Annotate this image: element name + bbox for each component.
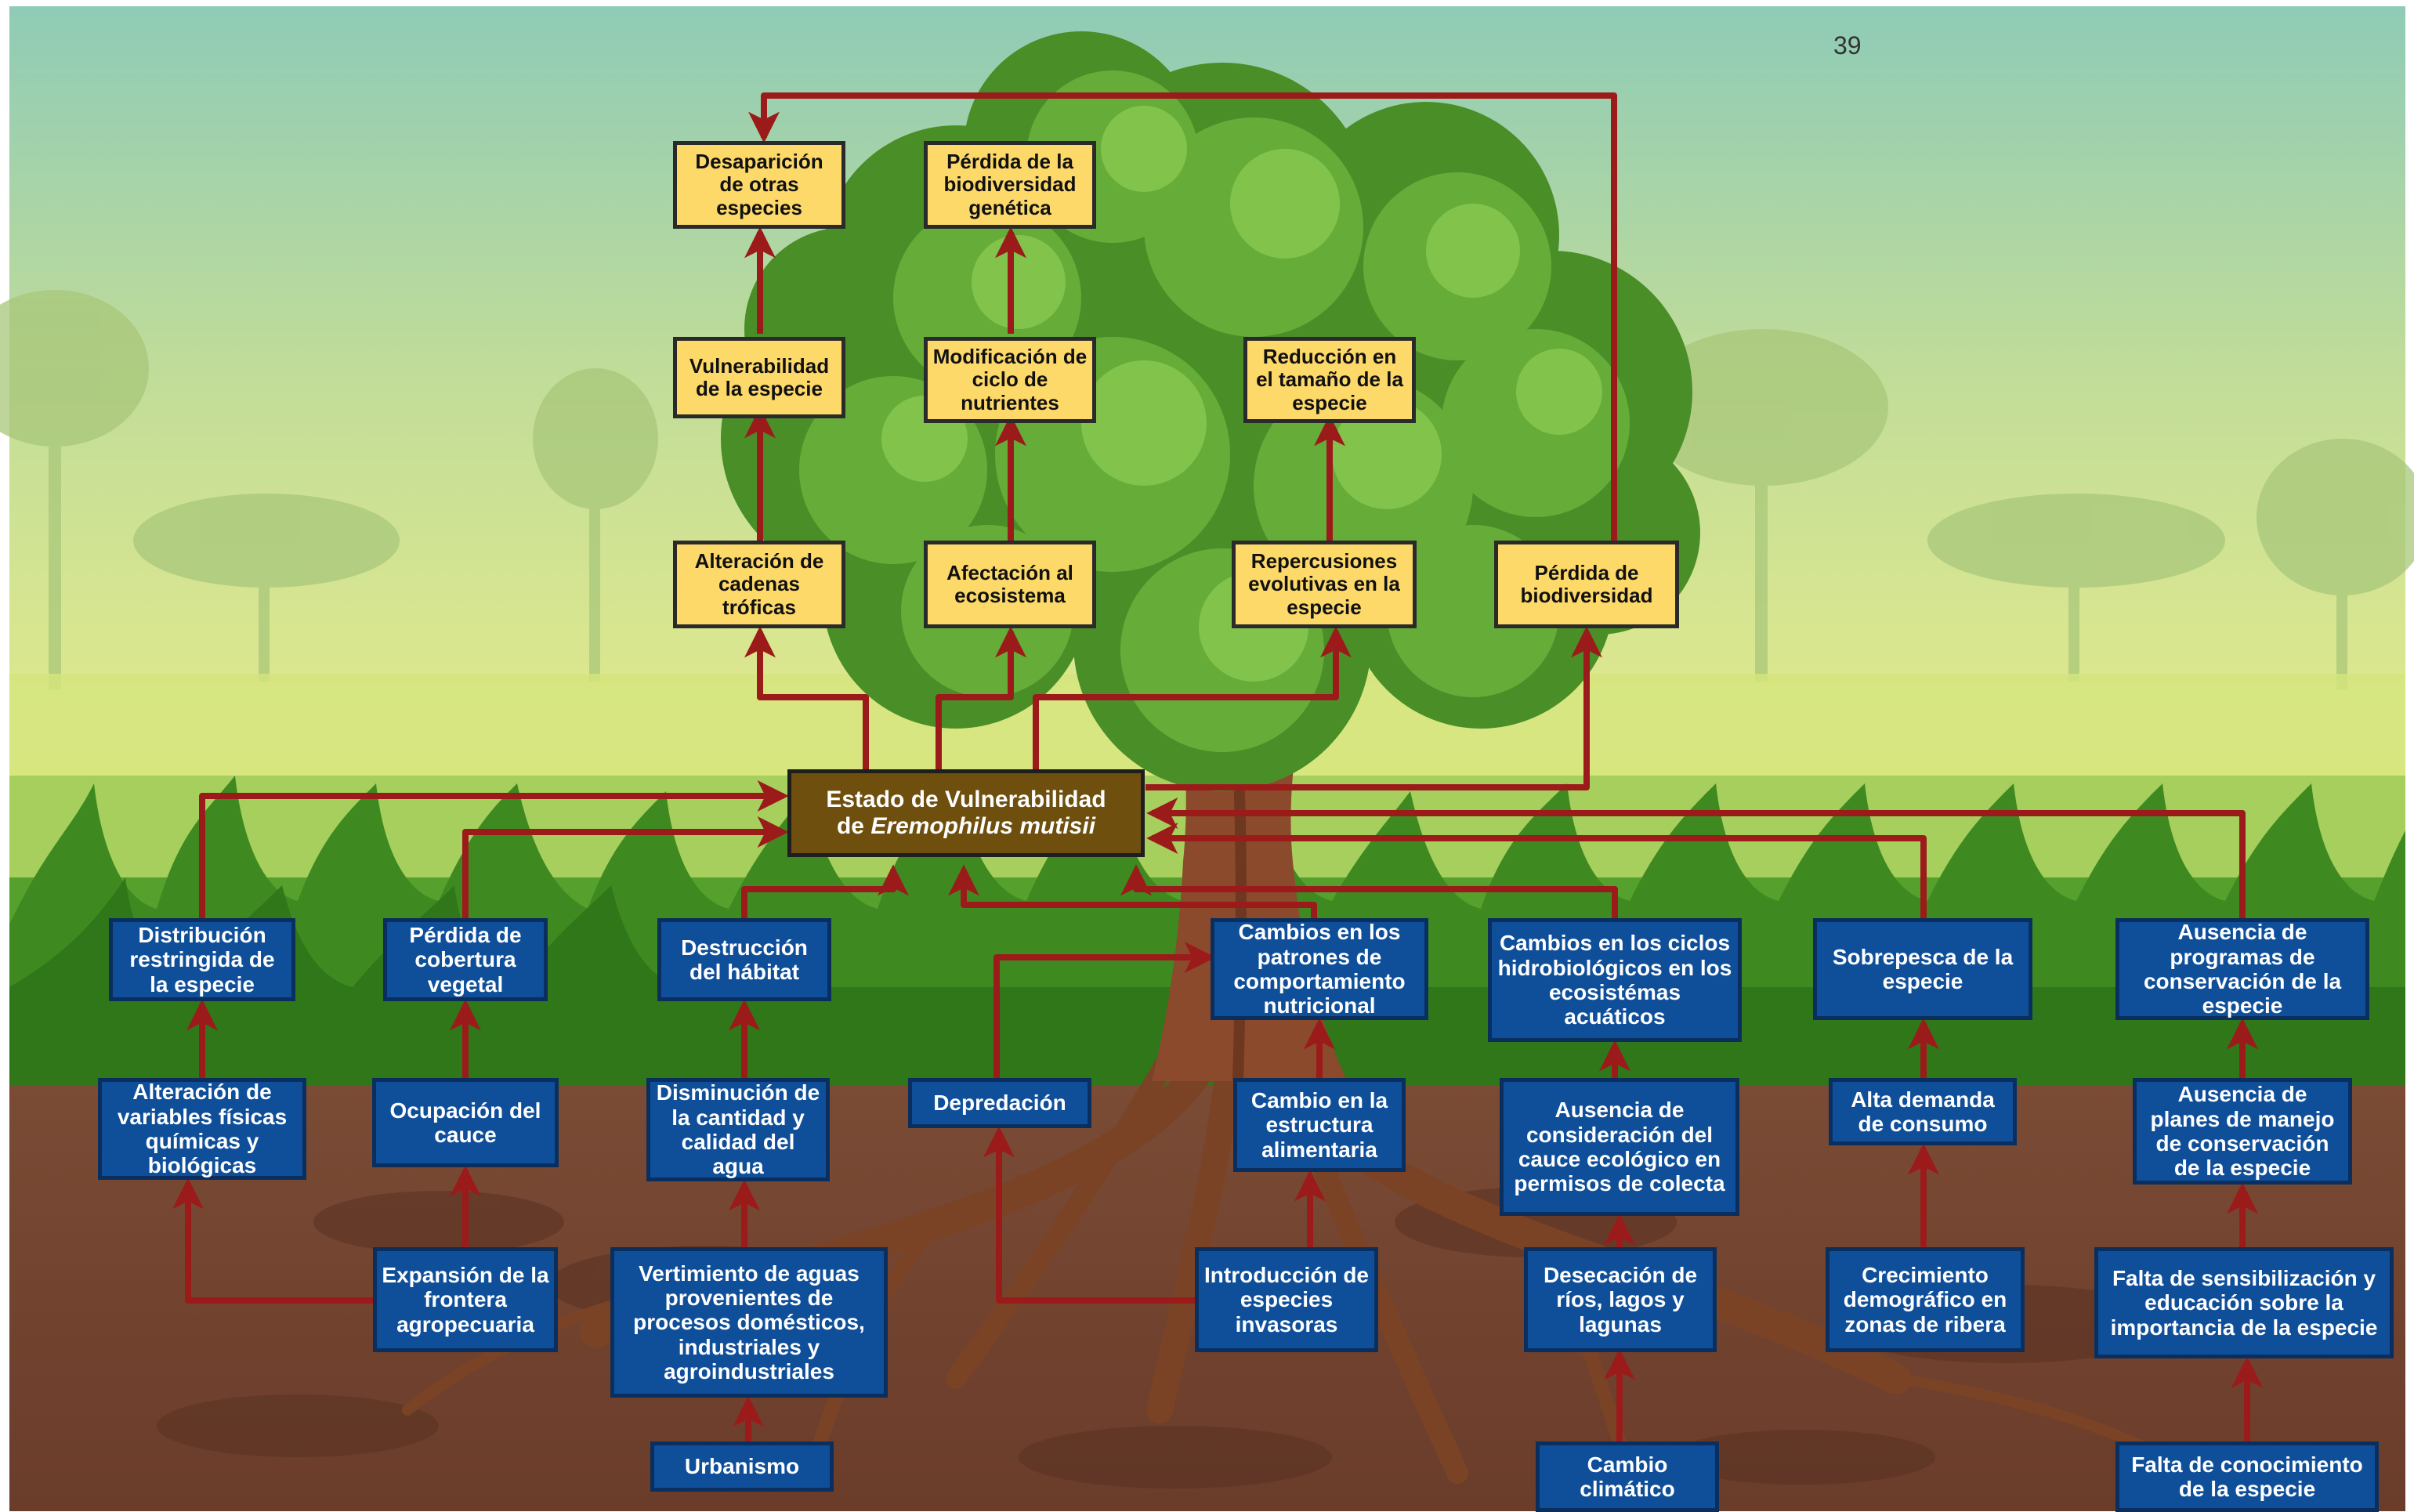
effect-alteracion-cadenas-troficas: Alteración de cadenas tróficas <box>673 541 845 628</box>
effect-modificacion-ciclo-nutrientes: Modificación de ciclo de nutrientes <box>924 337 1096 423</box>
central-problem-line2: de Eremophilus mutisii <box>836 813 1096 839</box>
cause-cambio-climatico: Cambio climático <box>1536 1441 1719 1512</box>
effect-afectacion-ecosistema: Afectación al ecosistema <box>924 541 1096 628</box>
cause-vertimiento-aguas: Vertimiento de aguas provenientes de pro… <box>610 1247 888 1398</box>
effect-reduccion-tamano-especie: Reducción en el tamaño de la especie <box>1243 337 1416 423</box>
cause-ausencia-programas-conservacion: Ausencia de programas de conservación de… <box>2115 918 2369 1020</box>
cause-desecacion-rios: Desecación de ríos, lagos y lagunas <box>1524 1247 1717 1352</box>
effect-repercusiones-evolutivas: Repercusiones evolutivas en la especie <box>1232 541 1417 628</box>
cause-expansion-frontera-agropecuaria: Expansión de la frontera agropecuaria <box>373 1247 558 1352</box>
cause-falta-conocimiento: Falta de conocimiento de la especie <box>2115 1441 2379 1512</box>
cause-alta-demanda-consumo: Alta demanda de consumo <box>1829 1078 2017 1145</box>
cause-ocupacion-cauce: Ocupación del cauce <box>372 1078 559 1167</box>
central-problem-box: Estado de Vulnerabilidad de Eremophilus … <box>787 769 1145 857</box>
species-name: Eremophilus mutisii <box>870 813 1096 839</box>
central-problem-line1: Estado de Vulnerabilidad <box>826 787 1106 813</box>
cause-sobrepesca: Sobrepesca de la especie <box>1813 918 2032 1020</box>
page-number: 39 <box>1833 31 1862 60</box>
effect-desaparicion-otras-especies: Desaparición de otras especies <box>673 141 845 229</box>
cause-crecimiento-demografico: Crecimiento demográfico en zonas de ribe… <box>1826 1247 2025 1352</box>
cause-ausencia-consideracion-cauce: Ausencia de consideración del cauce ecol… <box>1500 1078 1739 1216</box>
cause-introduccion-especies-invasoras: Introducción de especies invasoras <box>1195 1247 1378 1352</box>
cause-cambios-ciclos-hidrobiologicos: Cambios en los ciclos hidrobiológicos en… <box>1488 918 1742 1042</box>
effect-vulnerabilidad-especie: Vulnerabilidad de la especie <box>673 337 845 418</box>
cause-depredacion: Depredación <box>908 1078 1091 1128</box>
cause-destruccion-habitat: Destrucción del hábitat <box>657 918 831 1001</box>
cause-cambio-estructura-alimentaria: Cambio en la estructura alimentaria <box>1233 1078 1406 1172</box>
cause-alteracion-variables: Alteración de variables físicas químicas… <box>98 1078 306 1180</box>
cause-perdida-cobertura-vegetal: Pérdida de cobertura vegetal <box>383 918 548 1001</box>
connector-arrows <box>172 92 2263 1441</box>
cause-urbanismo: Urbanismo <box>650 1441 834 1492</box>
distant-trees <box>0 290 2414 689</box>
cause-cambios-patrones-nutricional: Cambios en los patrones de comportamient… <box>1211 918 1428 1020</box>
cause-ausencia-planes-manejo: Ausencia de planes de manejo de conserva… <box>2133 1078 2352 1185</box>
effect-perdida-biodiversidad-genetica: Pérdida de la biodiversidad genética <box>924 141 1096 229</box>
cause-disminucion-agua: Disminución de la cantidad y calidad del… <box>646 1078 830 1181</box>
cause-falta-sensibilizacion: Falta de sensibilización y educación sob… <box>2094 1247 2394 1358</box>
effect-perdida-biodiversidad: Pérdida de biodiversidad <box>1494 541 1679 628</box>
cause-distribucion-restringida: Distribución restringida de la especie <box>109 918 295 1001</box>
